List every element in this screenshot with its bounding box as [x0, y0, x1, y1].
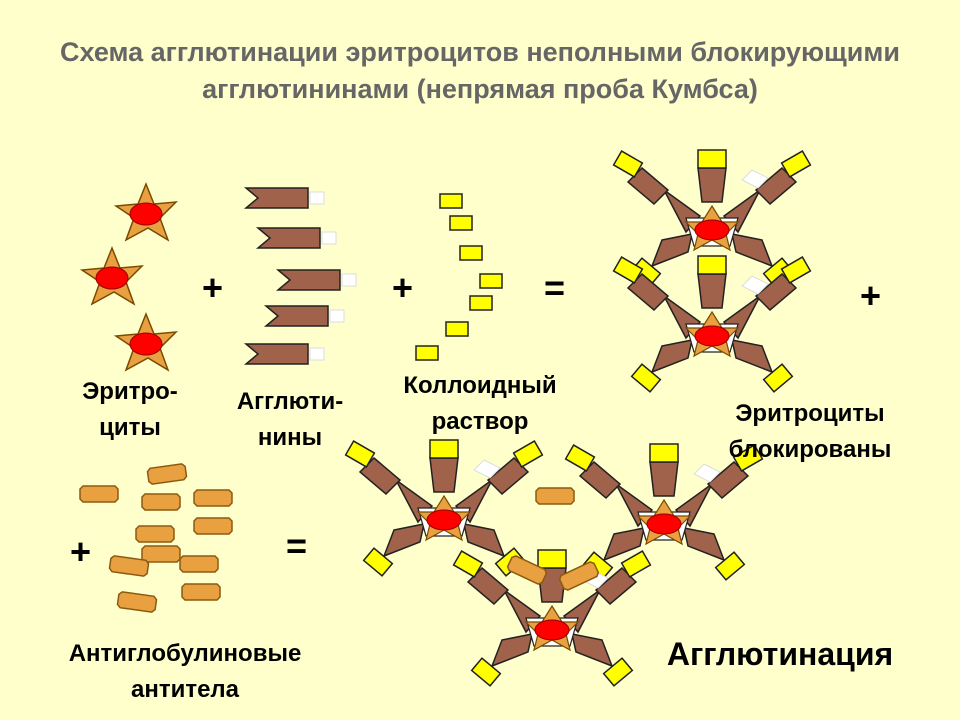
antiglobulin-icon	[193, 489, 233, 507]
agglutination-cluster-icon	[344, 439, 544, 577]
agglutinin-icon	[245, 343, 325, 365]
antiglobulin-icon	[79, 485, 119, 503]
label-agglutinins: Агглюти- нины	[236, 388, 344, 451]
antiglobulin-icon	[116, 590, 158, 614]
colloid-particle-icon	[469, 295, 493, 311]
erythrocyte-icon	[115, 313, 177, 371]
colloid-particle-icon	[445, 321, 469, 337]
antiglobulin-icon	[141, 493, 181, 511]
agglutination-cluster-icon	[452, 549, 652, 687]
blocked-cell-icon	[612, 255, 812, 393]
label-antiglobulin: Антиглобулиновые антитела	[68, 640, 302, 703]
agglutinin-icon	[277, 269, 357, 291]
antiglobulin-icon	[193, 517, 233, 535]
equals-sign: =	[544, 267, 566, 308]
colloid-group	[415, 193, 503, 361]
antiglobulin-icon	[535, 487, 575, 505]
antiglobulin-icon	[135, 525, 175, 543]
diagram-title: Схема агглютинации эритроцитов неполными…	[60, 37, 900, 105]
blocked-erythrocytes-group	[612, 149, 812, 393]
antiglobulin-icon	[181, 583, 221, 601]
label-erythrocytes: Эритро- циты	[82, 378, 178, 441]
antiglobulin-icon	[146, 462, 188, 486]
plus-sign: +	[860, 275, 882, 316]
label-blocked: Эритроциты блокированы	[728, 400, 892, 463]
antiglobulin-icon	[179, 555, 219, 573]
colloid-particle-icon	[449, 215, 473, 231]
agglutinin-icon	[257, 227, 337, 249]
label-colloid: Коллоидный раствор	[403, 372, 557, 435]
antiglobulin-group	[79, 462, 233, 614]
colloid-particle-icon	[415, 345, 439, 361]
plus-sign: +	[70, 531, 92, 572]
plus-sign: +	[392, 267, 414, 308]
erythrocyte-icon	[81, 247, 143, 305]
erythrocytes-group	[81, 183, 177, 371]
agglutinin-icon	[265, 305, 345, 327]
colloid-particle-icon	[479, 273, 503, 289]
equals-sign: =	[286, 525, 308, 566]
agglutinins-group	[245, 187, 357, 365]
label-agglutination: Агглютинация	[666, 636, 894, 672]
plus-sign: +	[202, 267, 224, 308]
antiglobulin-icon	[141, 545, 181, 563]
colloid-particle-icon	[459, 245, 483, 261]
agglutinin-icon	[245, 187, 325, 209]
colloid-particle-icon	[439, 193, 463, 209]
erythrocyte-icon	[115, 183, 177, 241]
